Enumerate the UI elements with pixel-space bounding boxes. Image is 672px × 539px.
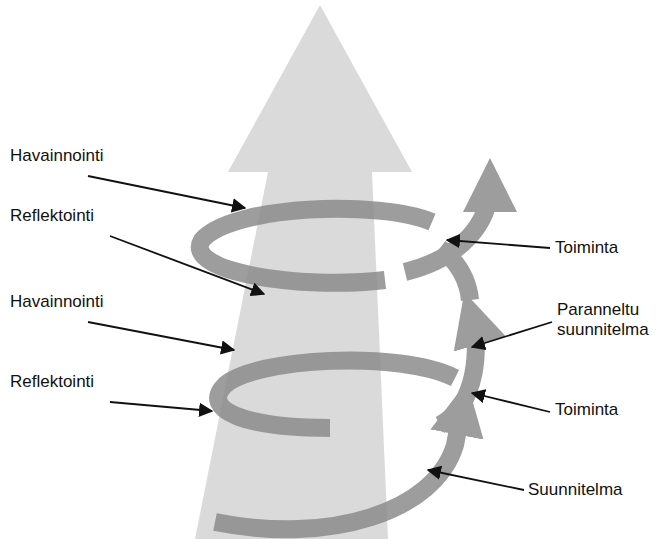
leader-line — [88, 322, 234, 350]
leader-line — [110, 402, 212, 411]
leader-line — [447, 240, 550, 248]
leader-line — [88, 176, 552, 490]
leader-line — [88, 176, 245, 208]
step-label: Havainnointi — [10, 146, 104, 166]
leader-line — [110, 236, 264, 294]
step-label: Reflektointi — [10, 206, 94, 226]
spiral-band — [218, 360, 455, 428]
spiral-band — [200, 209, 432, 283]
step-label: Suunnitelma — [528, 480, 623, 500]
step-label: Toiminta — [555, 400, 618, 420]
spiral-band — [440, 318, 476, 425]
step-label: Toiminta — [555, 238, 618, 258]
spiral-band — [200, 185, 490, 529]
leader-line — [472, 393, 550, 412]
step-label: Havainnointi — [10, 292, 104, 312]
step-label: Paranneltu suunnitelma — [557, 300, 665, 340]
step-label: Reflektointi — [10, 372, 94, 392]
leader-line — [428, 470, 524, 490]
leader-line — [472, 322, 552, 347]
spiral-band — [405, 185, 490, 272]
